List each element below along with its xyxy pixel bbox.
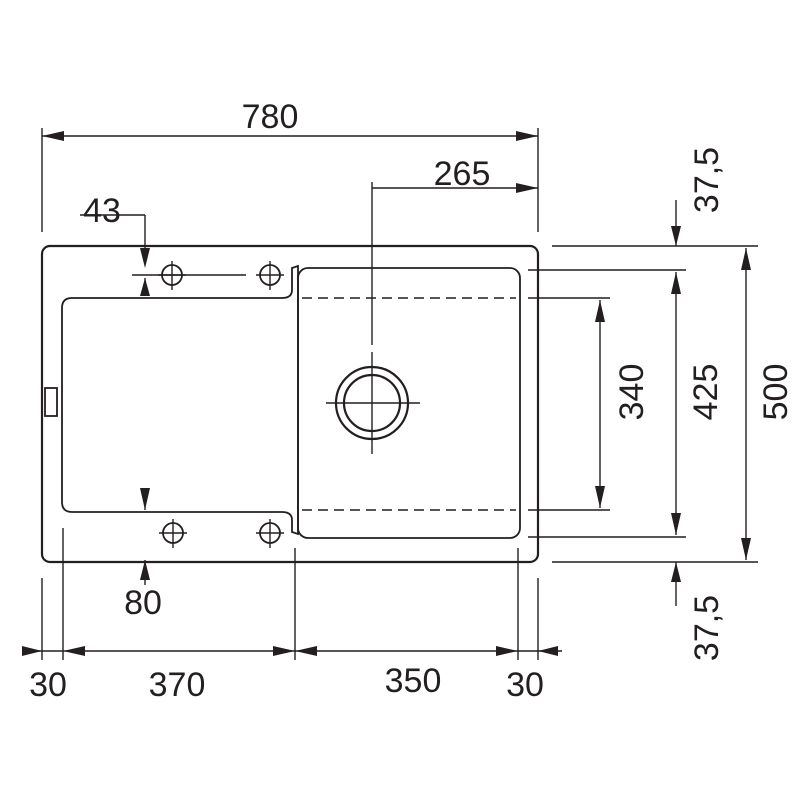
dim-top-margin: 37,5 [671, 147, 726, 246]
sink-outline [40, 244, 540, 564]
dim-label-80: 80 [124, 584, 162, 622]
dim-label-500: 500 [757, 364, 795, 421]
dim-bowl-height: 425 [671, 272, 725, 535]
dim-hole-left: 43 [80, 192, 150, 296]
outer-rim [40, 244, 540, 564]
dim-label-265: 265 [434, 155, 491, 193]
dim-right-extension-lines [528, 245, 758, 563]
dim-label-37-5-bottom: 37,5 [688, 595, 726, 661]
drainer-area [61, 264, 299, 536]
dim-label-37-5-top: 37,5 [688, 147, 726, 213]
dim-label-340: 340 [613, 364, 651, 421]
dim-label-30-right: 30 [506, 666, 544, 704]
tap-holes [132, 261, 284, 548]
dim-label-43: 43 [83, 192, 121, 230]
drain-icon [326, 352, 420, 454]
dim-label-370: 370 [149, 666, 206, 704]
dim-label-30-left: 30 [29, 666, 67, 704]
tap-hole-icon [256, 519, 284, 548]
dim-bottom-extension-lines [41, 528, 539, 660]
dim-overall-width: 780 [41, 98, 539, 232]
dim-label-350: 350 [385, 662, 442, 700]
left-tab [44, 387, 58, 417]
dim-hole-bottom: 80 [124, 488, 162, 622]
tap-hole-icon [256, 261, 284, 290]
dim-bottom-chain [22, 646, 562, 656]
bowl-outline [297, 267, 521, 539]
dim-bowl-inner: 340 [595, 300, 651, 508]
dim-label-780: 780 [242, 98, 299, 136]
dim-label-425: 425 [687, 364, 725, 421]
dim-bottom-margin: 37,5 [671, 562, 726, 661]
dim-bowl-center: 265 [371, 155, 538, 345]
dim-overall-depth: 500 [741, 248, 795, 560]
tap-hole-icon [159, 519, 187, 548]
